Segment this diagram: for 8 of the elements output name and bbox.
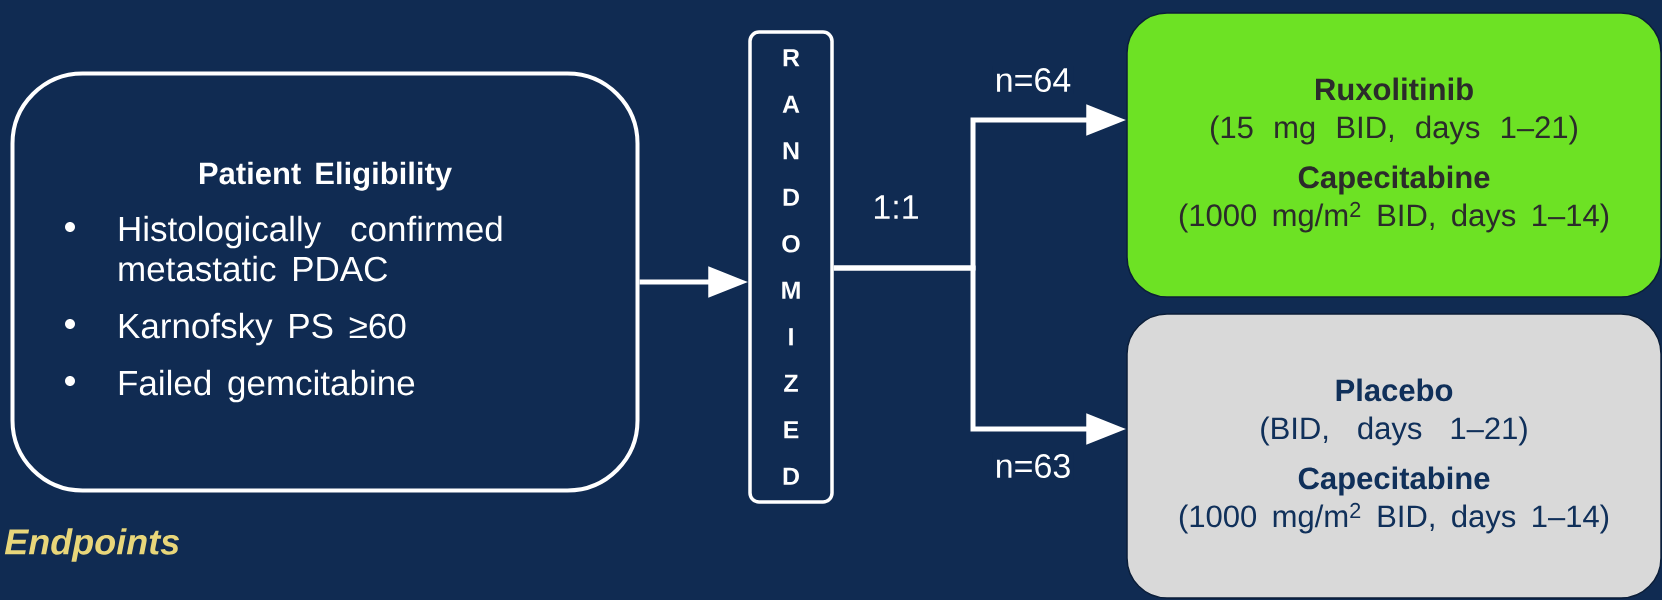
eligibility-box: Patient Eligibility Histologically confirmed metastatic PDAC Karnofsky PS ≥60 Failed gemcitabine xyxy=(10,71,640,493)
edge-label: n=63 xyxy=(997,453,1070,479)
treatment-arm-box: Ruxolitinib (15 mg BID, days 1–21) Capecitabine (1000 mg/m$^{2}$ BID, days 1–14) xyxy=(1126,12,1662,298)
section-heading: Endpoints xyxy=(4,528,179,562)
randomization-box: RANDOMIZED xyxy=(748,30,834,504)
ratio-label: 1:1 xyxy=(874,195,918,219)
edge-label: n=64 xyxy=(997,67,1071,93)
treatment-arm-box: Placebo (BID, days 1–21) Capecitabine (1000 mg/m$^{2}$ BID, days 1–14) xyxy=(1126,313,1662,599)
